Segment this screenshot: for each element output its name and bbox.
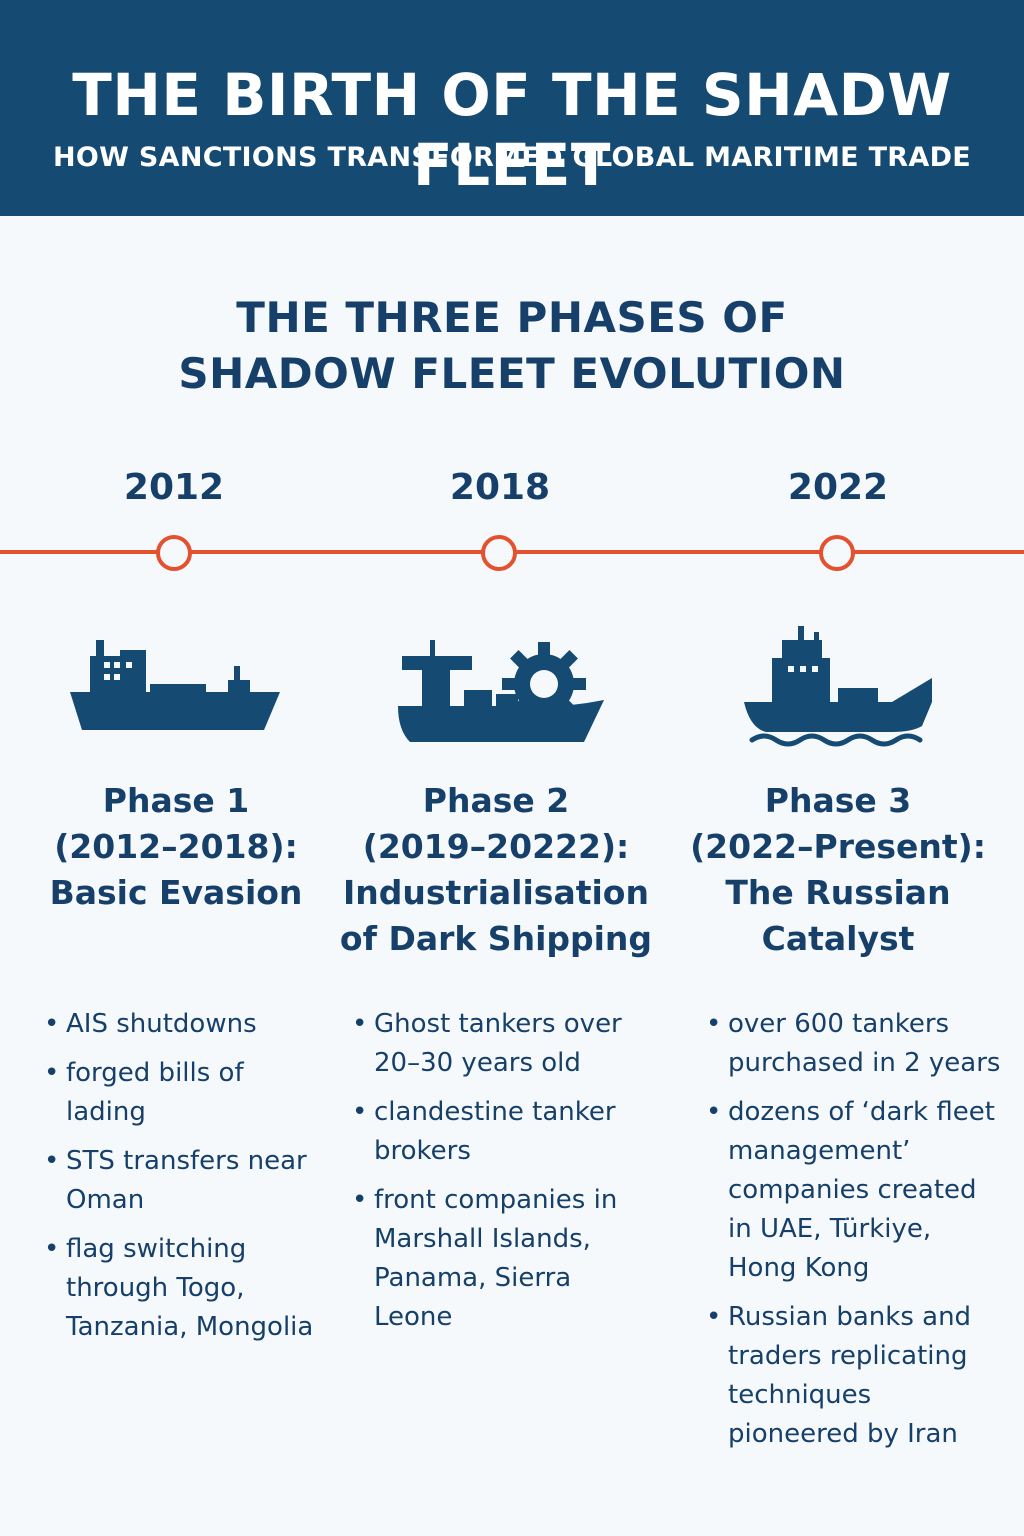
- timeline-dot-2: [481, 535, 517, 571]
- list-item: Ghost tankers over 20–30 years old: [352, 1005, 652, 1083]
- list-item: flag switching through Togo, Tanzania, M…: [44, 1230, 314, 1347]
- timeline-year-2018: 2018: [449, 467, 551, 508]
- phase-1-title-line: Phase 1: [102, 781, 250, 820]
- section-title-line-1: THE THREE PHASES OF: [236, 293, 788, 342]
- phase-3-title-line: Phase 3: [764, 781, 912, 820]
- tanker-waves-icon: [744, 626, 932, 747]
- list-item: STS transfers near Oman: [44, 1142, 314, 1220]
- phase-1-title: Phase 1 (2012–2018): Basic Evasion: [16, 778, 336, 916]
- section-title-line-2: SHADOW FLEET EVOLUTION: [178, 349, 846, 398]
- phase-1-title-line: Basic Evasion: [49, 873, 303, 912]
- phase-2-bullets: Ghost tankers over 20–30 years old cland…: [352, 1005, 652, 1347]
- list-item: Russian banks and traders replicating te…: [706, 1298, 1006, 1454]
- phase-2-title-line: Industrialisation: [343, 873, 649, 912]
- list-item: clandestine tanker brokers: [352, 1093, 652, 1171]
- phase-3-title-line: The Russian: [725, 873, 951, 912]
- phase-2-title-line: (2019–20222):: [362, 827, 630, 866]
- timeline-dot-3: [819, 535, 855, 571]
- timeline-dot-1: [156, 535, 192, 571]
- list-item: AIS shutdowns: [44, 1005, 314, 1044]
- section-title: THE THREE PHASES OF SHADOW FLEET EVOLUTI…: [0, 290, 1024, 402]
- phase-3-title: Phase 3 (2022–Present): The Russian Cata…: [678, 778, 998, 962]
- phase-2-title-line: Phase 2: [422, 781, 570, 820]
- phase-1-title-line: (2012–2018):: [54, 827, 298, 866]
- phase-1-bullets: AIS shutdowns forged bills of lading STS…: [44, 1005, 314, 1357]
- list-item: over 600 tankers purchased in 2 years: [706, 1005, 1006, 1083]
- timeline-year-2022: 2022: [787, 467, 889, 508]
- phase-3-title-line: Catalyst: [761, 919, 915, 958]
- list-item: dozens of ‘dark fleet management’ compan…: [706, 1093, 1006, 1288]
- phase-2-title: Phase 2 (2019–20222): Industrialisation …: [336, 778, 656, 962]
- list-item: front companies in Marshall Islands, Pan…: [352, 1181, 652, 1337]
- phase-3-bullets: over 600 tankers purchased in 2 years do…: [706, 1005, 1006, 1464]
- page-title: THE BIRTH OF THE SHADW FLEET: [72, 61, 952, 199]
- phase-2-title-line: of Dark Shipping: [339, 919, 653, 958]
- timeline-year-2012: 2012: [123, 467, 225, 508]
- list-item: forged bills of lading: [44, 1054, 314, 1132]
- page-subtitle: HOW SANCTIONS TRANSFORMED GLOBAL MARITIM…: [52, 142, 972, 173]
- cargo-ship-icon: [70, 640, 280, 730]
- phase-3-title-line: (2022–Present):: [690, 827, 986, 866]
- ship-gear-icon: [398, 640, 604, 742]
- header-banner: THE BIRTH OF THE SHADW FLEET HOW SANCTIO…: [0, 0, 1024, 216]
